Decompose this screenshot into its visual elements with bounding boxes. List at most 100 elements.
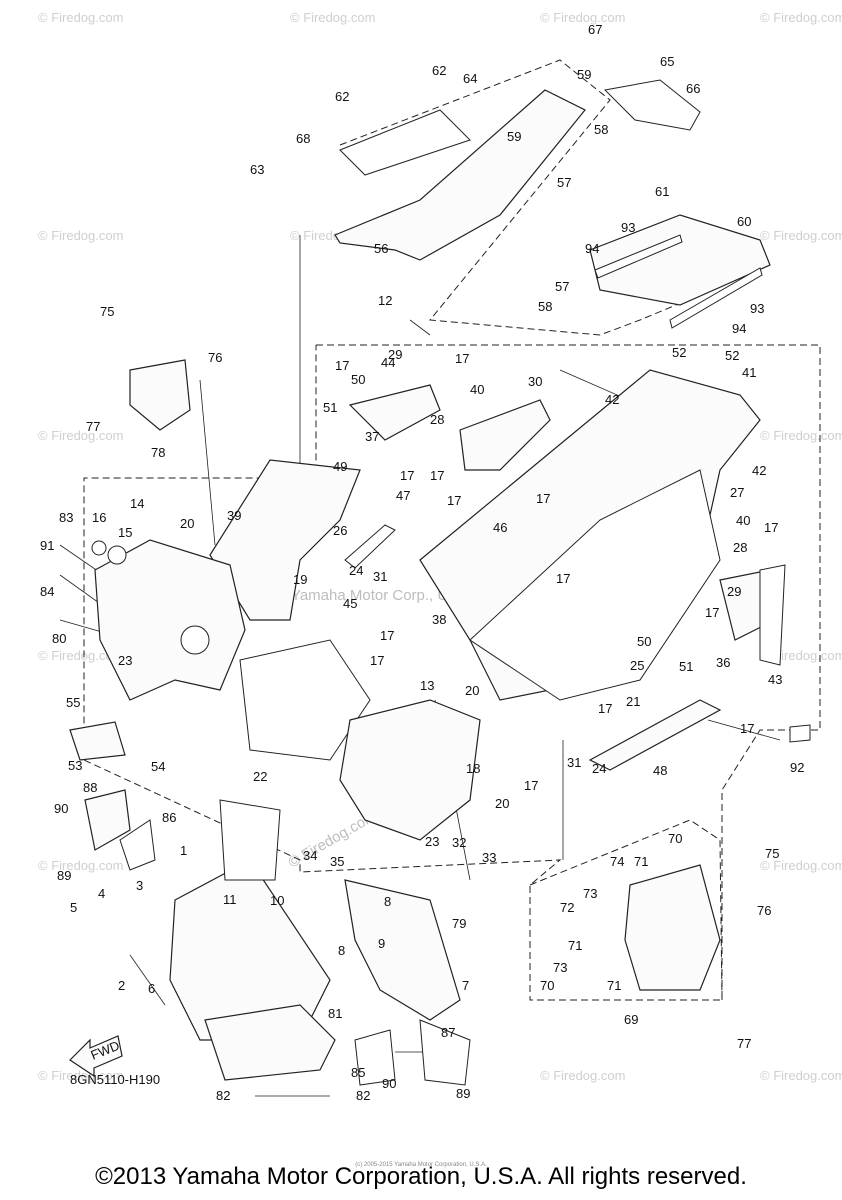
- callout: 51: [679, 659, 693, 674]
- callout: 17: [556, 571, 570, 586]
- bracket-53: [69, 721, 126, 761]
- watermark: © Firedog.com: [760, 428, 842, 443]
- callout: 48: [653, 763, 667, 778]
- callout: 42: [752, 463, 766, 478]
- cover-78: [129, 359, 191, 431]
- callout: 89: [456, 1086, 470, 1101]
- small-copyright-note: (c) 2005-2015 Yamaha Motor Corporation, …: [355, 1162, 487, 1168]
- cover-48: [588, 699, 722, 771]
- callout: 82: [356, 1088, 370, 1103]
- callout: 17: [598, 701, 612, 716]
- callout: 29: [388, 347, 402, 362]
- callout: 66: [686, 81, 700, 96]
- callout: 49: [333, 459, 347, 474]
- callout: 71: [607, 978, 621, 993]
- callout: 70: [668, 831, 682, 846]
- callout: 52: [672, 345, 686, 360]
- callout: 81: [328, 1006, 342, 1021]
- callout: 92: [790, 760, 804, 775]
- callout: 63: [250, 162, 264, 177]
- callout: 57: [555, 279, 569, 294]
- callout: 17: [740, 721, 754, 736]
- callout: 29: [727, 584, 741, 599]
- watermark: © Firedog.com: [290, 10, 375, 25]
- plate-37: [348, 384, 441, 441]
- callout: 94: [585, 241, 599, 256]
- callout: 58: [594, 122, 608, 137]
- callout: 62: [335, 89, 349, 104]
- cover-10: [219, 799, 281, 881]
- callout: 10: [270, 893, 284, 908]
- callout: 12: [378, 293, 392, 308]
- callout: 77: [86, 419, 100, 434]
- callout: 73: [583, 886, 597, 901]
- center-watermark: © Yamaha Motor Corp., U.S.A.: [276, 587, 481, 604]
- callout: 35: [330, 854, 344, 869]
- callout: 15: [118, 525, 132, 540]
- callout: 17: [455, 351, 469, 366]
- callout: 59: [577, 67, 591, 82]
- watermark: © Firedog.com: [540, 10, 625, 25]
- watermark: © Firedog.com: [760, 10, 842, 25]
- callout: 64: [463, 71, 477, 86]
- callout: 19: [293, 572, 307, 587]
- callout: 23: [425, 834, 439, 849]
- callout: 62: [432, 63, 446, 78]
- callout: 90: [54, 801, 68, 816]
- front-bulkhead-13: [339, 699, 481, 841]
- callout: 71: [568, 938, 582, 953]
- callout: 83: [59, 510, 73, 525]
- callout: 41: [742, 365, 756, 380]
- bracket-86: [119, 819, 156, 871]
- watermark: © Firedog.com: [540, 1068, 625, 1083]
- drawing-code: 8GN5110-H190: [70, 1072, 161, 1087]
- callout: 17: [335, 358, 349, 373]
- callout: 17: [536, 491, 550, 506]
- heat-shield-60: [589, 214, 771, 306]
- bracket-assembly-boundary: [529, 819, 723, 1001]
- callout: 8: [338, 943, 345, 958]
- bracket-7: [344, 879, 461, 1021]
- callout: 23: [118, 653, 132, 668]
- callout: 17: [430, 468, 444, 483]
- callout: 3: [136, 878, 143, 893]
- callout: 45: [343, 596, 357, 611]
- callout: 78: [151, 445, 165, 460]
- plate-30: [459, 399, 551, 471]
- front-frame-19: [209, 459, 361, 621]
- bracket-69: [624, 864, 721, 991]
- skid-plate-81: [204, 1004, 336, 1081]
- callout: 17: [764, 520, 778, 535]
- callout: 30: [528, 374, 542, 389]
- callout: 14: [130, 496, 144, 511]
- callout: 33: [482, 850, 496, 865]
- callout: 77: [737, 1036, 751, 1051]
- callout: 20: [495, 796, 509, 811]
- callout: 31: [373, 569, 387, 584]
- callout: 60: [737, 214, 751, 229]
- callout: 84: [40, 584, 54, 599]
- callout: 75: [100, 304, 114, 319]
- callout: 70: [540, 978, 554, 993]
- callout: 56: [374, 241, 388, 256]
- callout: 90: [382, 1076, 396, 1091]
- callout: 8: [384, 894, 391, 909]
- bulkhead-hole: [180, 625, 210, 655]
- callout: 80: [52, 631, 66, 646]
- callout: 16: [92, 510, 106, 525]
- callout: 53: [68, 758, 82, 773]
- callouts: 1 2 3 4 5 6 7 8 8 9 10 12 11 13 14 15 16…: [40, 22, 804, 1103]
- callout: 79: [452, 916, 466, 931]
- callout: 20: [465, 683, 479, 698]
- callout: 46: [493, 520, 507, 535]
- bearing-15: [107, 545, 127, 565]
- seal-16: [91, 540, 107, 556]
- callout: 28: [430, 412, 444, 427]
- callout: 89: [57, 868, 71, 883]
- callout: 50: [637, 634, 651, 649]
- callout: 1: [180, 843, 187, 858]
- rear-frame: [334, 89, 586, 261]
- watermark: © Firedog.com: [760, 228, 842, 243]
- exploded-parts-diagram: © Firedog.com © Firedog.com © Firedog.co…: [38, 10, 842, 1103]
- callout: 40: [470, 382, 484, 397]
